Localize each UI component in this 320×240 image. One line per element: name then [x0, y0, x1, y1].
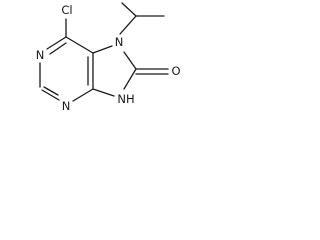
- bond-n1-c6-inner: [49, 42, 67, 55]
- bond-n7-ch: [119, 15, 137, 35]
- atom-oxygen: O: [171, 64, 180, 78]
- bond-c6-c5: [65, 36, 94, 54]
- bond-n3-c2: [41, 89, 60, 101]
- bond-n9-c4: [92, 88, 115, 97]
- atom-n7: N: [115, 35, 124, 49]
- bond-ch-methyl-up: [121, 2, 137, 17]
- bond-c8-n9: [123, 68, 137, 90]
- bond-n7-c8: [123, 51, 137, 70]
- chemical-structure: Cl N N N NH O: [36, 2, 181, 113]
- bond-c4-n3: [72, 88, 94, 102]
- bond-n3-c2-inner: [43, 86, 59, 96]
- atom-n9-h: NH: [117, 92, 134, 106]
- atom-n3: N: [62, 99, 71, 113]
- bond-n1-c6: [46, 36, 67, 50]
- bond-c5-n7: [92, 45, 113, 54]
- atom-n1: N: [36, 48, 45, 62]
- atom-chlorine: Cl: [61, 3, 72, 17]
